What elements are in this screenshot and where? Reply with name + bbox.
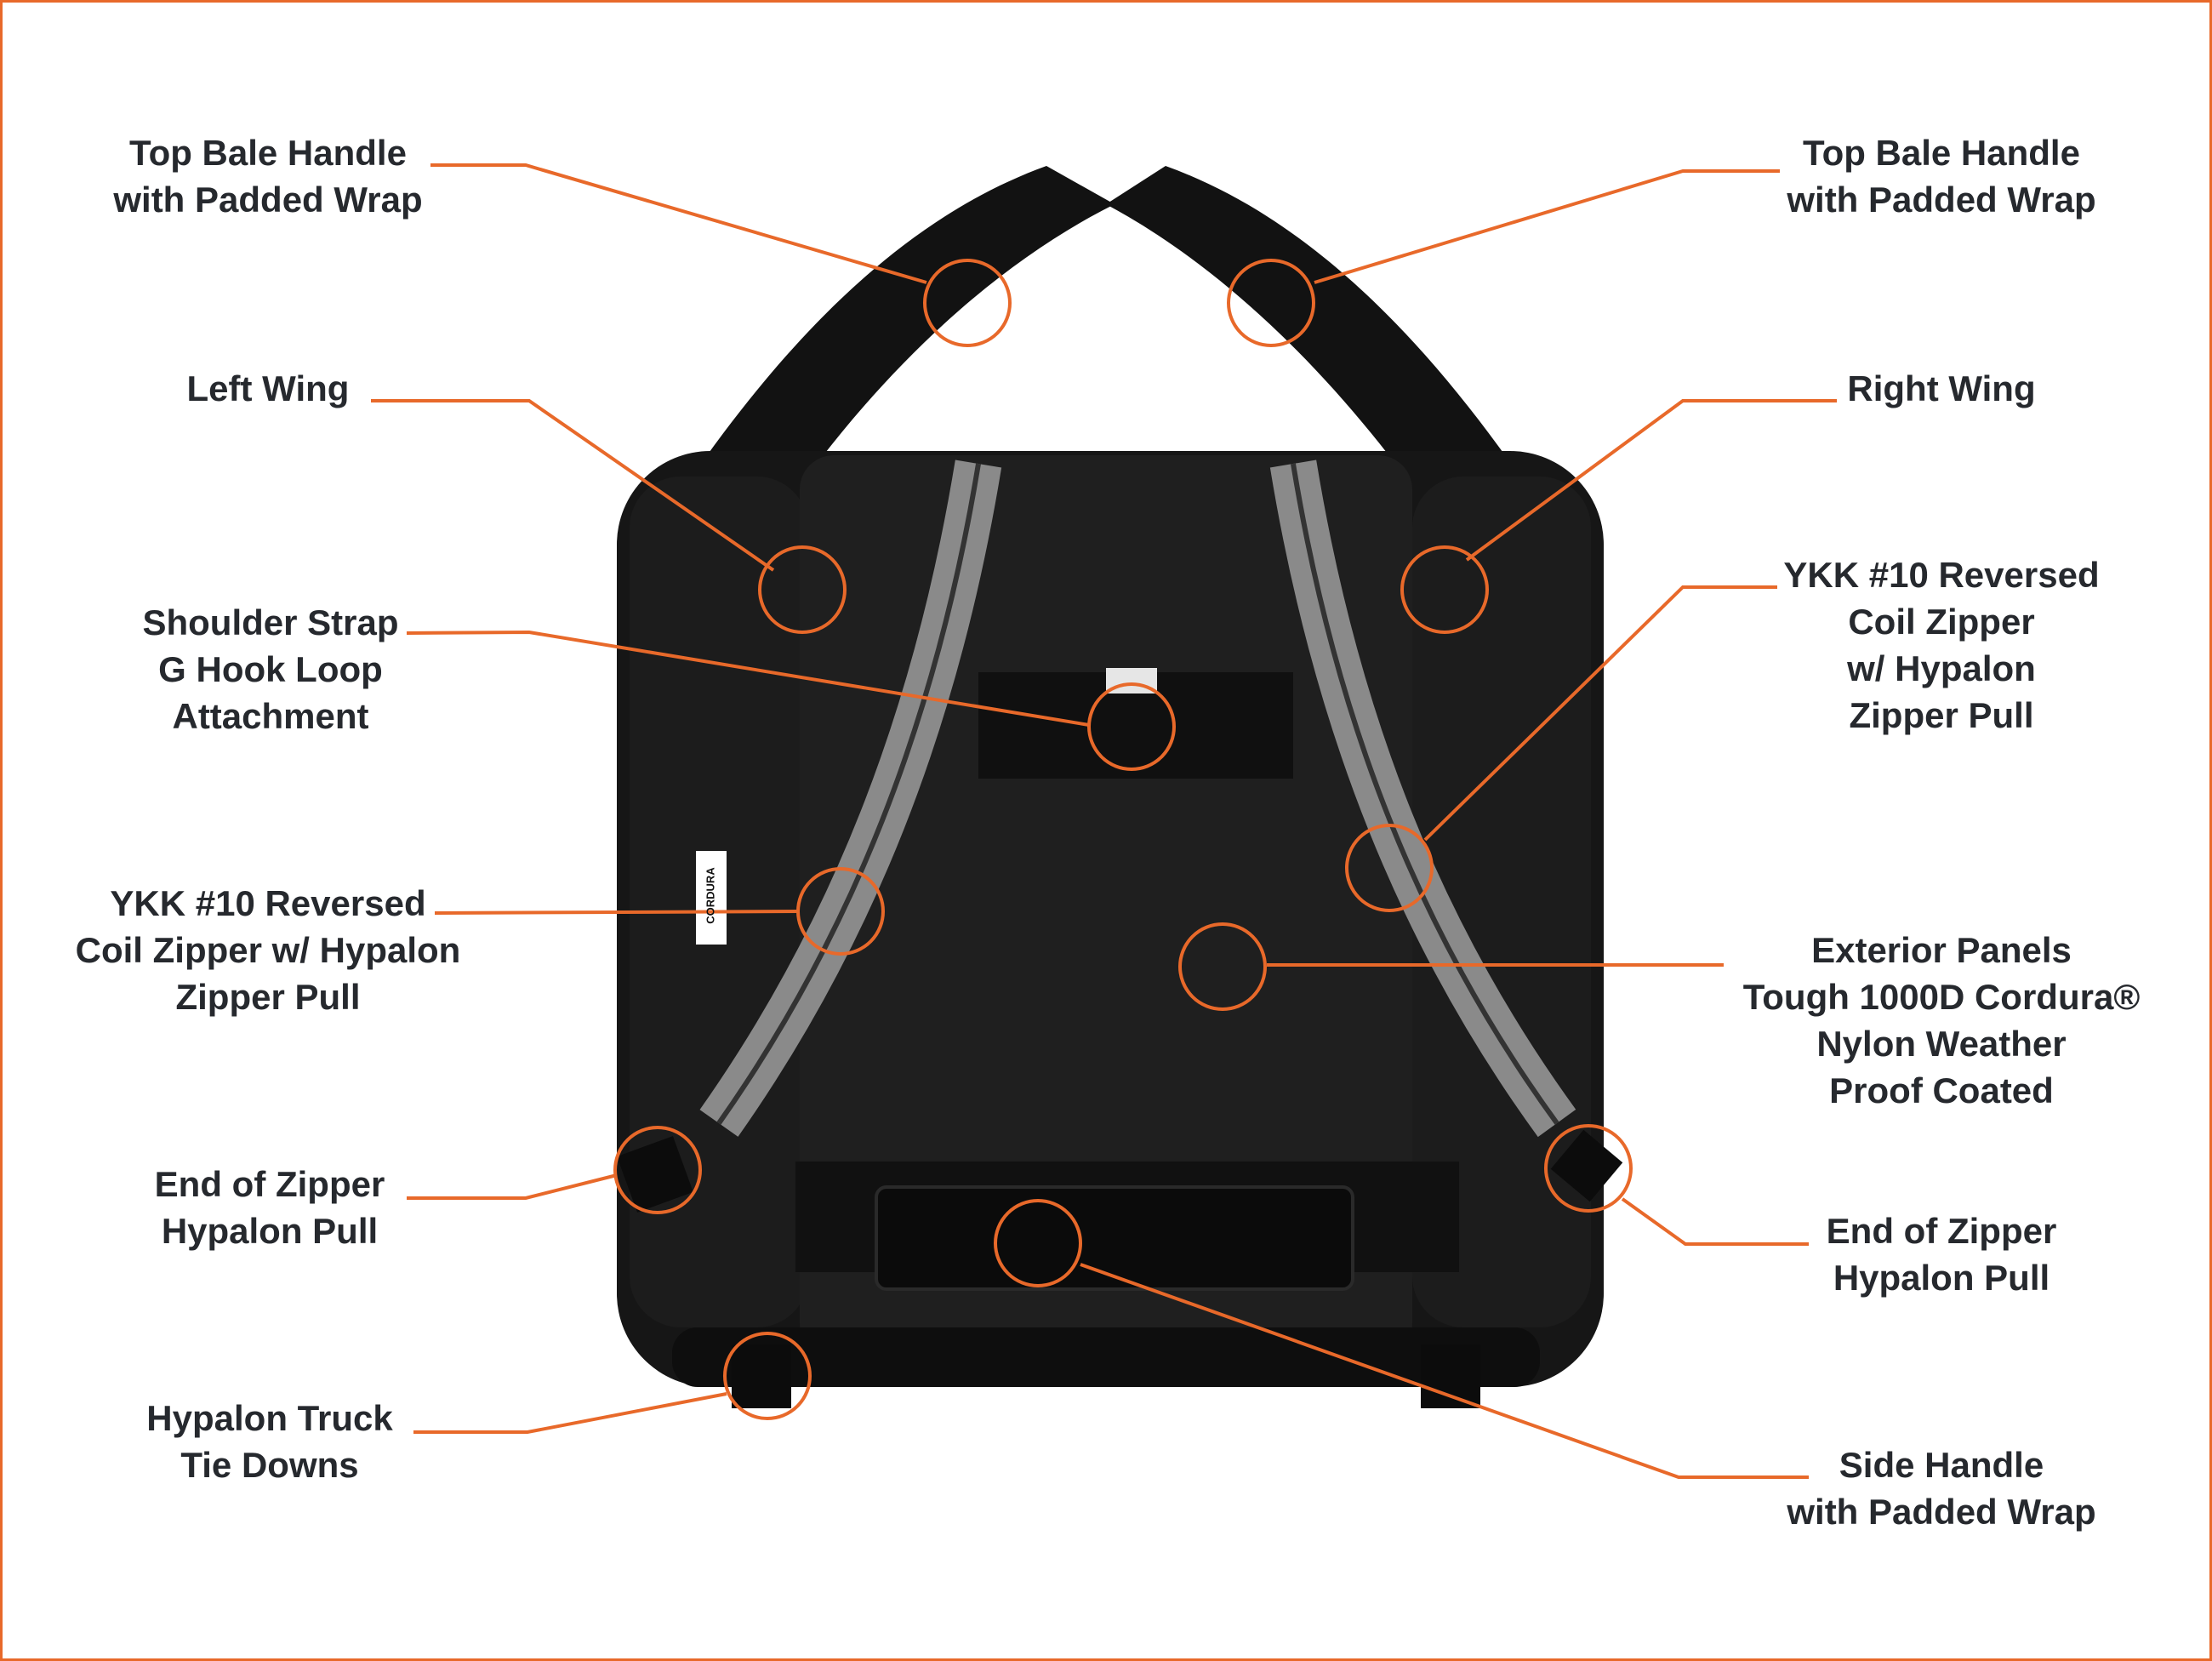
leader-zipper-left xyxy=(434,910,798,915)
callout-zipper-end-left: End of Zipper Hypalon Pull xyxy=(6,1161,533,1254)
callout-line: Hypalon Truck xyxy=(146,1398,393,1438)
marker-g-hook xyxy=(1087,682,1176,771)
callout-tie-downs: Hypalon Truck Tie Downs xyxy=(6,1395,533,1488)
callout-side-handle: Side Handle with Padded Wrap xyxy=(1678,1441,2205,1535)
callout-line: Coil Zipper xyxy=(1848,602,2035,642)
callout-right-wing: Right Wing xyxy=(1678,365,2205,412)
callout-line: End of Zipper xyxy=(154,1164,385,1204)
callout-line: Top Bale Handle xyxy=(129,133,407,173)
callout-line: Tie Downs xyxy=(180,1445,359,1485)
leader-side-handle xyxy=(1080,1263,1809,1479)
marker-top-bale-right xyxy=(1227,259,1315,347)
callout-line: Zipper Pull xyxy=(1849,695,2034,735)
callout-line: G Hook Loop xyxy=(158,649,383,689)
leader-lines xyxy=(371,163,1837,1479)
leader-zipper-right xyxy=(1423,585,1777,842)
callout-line: Left Wing xyxy=(186,368,350,408)
callout-line: Hypalon Pull xyxy=(1833,1258,2050,1298)
callout-line: w/ Hypalon xyxy=(1847,648,2036,688)
callout-top-bale-handle-right: Top Bale Handle with Padded Wrap xyxy=(1678,129,2205,223)
right-tie-down xyxy=(1421,1344,1480,1408)
cordura-label xyxy=(696,851,727,945)
side-handle xyxy=(875,1185,1354,1291)
marker-tie-downs xyxy=(723,1332,812,1420)
callout-shoulder-strap: Shoulder Strap G Hook Loop Attachment xyxy=(7,599,534,739)
callout-line: Hypalon Pull xyxy=(161,1211,379,1251)
callout-line: Shoulder Strap xyxy=(142,602,399,642)
callout-line: Tough 1000D Cordura® xyxy=(1742,977,2141,1017)
callout-line: Zipper Pull xyxy=(175,977,361,1017)
callout-line: Exterior Panels xyxy=(1811,930,2072,970)
callout-line: Attachment xyxy=(172,696,369,736)
leader-top-bale-right xyxy=(1314,169,1780,284)
callout-line: Nylon Weather xyxy=(1816,1024,2067,1064)
callout-line: Top Bale Handle xyxy=(1803,133,2080,173)
callout-left-wing: Left Wing xyxy=(4,365,532,412)
leader-zipper-end-right xyxy=(1621,1197,1809,1246)
callout-line: with Padded Wrap xyxy=(113,180,423,220)
marker-right-wing xyxy=(1400,545,1489,634)
marker-left-wing xyxy=(758,545,847,634)
callout-line: YKK #10 Reversed xyxy=(1783,555,2100,595)
marker-zipper-end-left xyxy=(613,1126,702,1214)
callout-line: with Padded Wrap xyxy=(1787,1492,2096,1532)
right-zipper-coil xyxy=(1291,463,1559,1125)
right-zipper-pull xyxy=(1550,1129,1623,1202)
callout-line: with Padded Wrap xyxy=(1787,180,2096,220)
callout-line: YKK #10 Reversed xyxy=(110,883,426,923)
left-zipper-coil xyxy=(716,463,981,1125)
leader-zipper-end-left xyxy=(407,1173,618,1200)
marker-zipper-end-right xyxy=(1544,1124,1633,1213)
leader-right-wing xyxy=(1465,399,1837,562)
marker-zipper-left xyxy=(796,867,885,956)
left-zipper-pull xyxy=(617,1136,693,1213)
callout-line: End of Zipper xyxy=(1826,1211,2057,1251)
marker-side-handle xyxy=(994,1199,1082,1287)
bottom-base xyxy=(672,1327,1540,1387)
left-tie-down xyxy=(732,1344,791,1408)
leader-top-bale-left xyxy=(430,163,927,284)
marker-zipper-right xyxy=(1345,824,1434,912)
leader-tie-downs xyxy=(413,1392,727,1434)
marker-top-bale-left xyxy=(923,259,1012,347)
cordura-label-text: CORDURA xyxy=(704,867,717,924)
leader-g-hook xyxy=(406,630,1090,727)
leader-left-wing xyxy=(371,399,775,572)
callout-line: Side Handle xyxy=(1839,1445,2044,1485)
marker-exterior-panels xyxy=(1178,922,1267,1011)
callout-ykk-zipper-left: YKK #10 Reversed Coil Zipper w/ Hypalon … xyxy=(4,880,532,1020)
callout-zipper-end-right: End of Zipper Hypalon Pull xyxy=(1678,1207,2205,1301)
callout-exterior-panels: Exterior Panels Tough 1000D Cordura® Nyl… xyxy=(1678,927,2205,1114)
callout-line: Coil Zipper w/ Hypalon xyxy=(75,930,461,970)
callout-ykk-zipper-right: YKK #10 Reversed Coil Zipper w/ Hypalon … xyxy=(1678,551,2205,739)
callout-line: Proof Coated xyxy=(1829,1070,2054,1110)
callout-top-bale-handle-left: Top Bale Handle with Padded Wrap xyxy=(4,129,532,223)
callout-line: Right Wing xyxy=(1847,368,2036,408)
